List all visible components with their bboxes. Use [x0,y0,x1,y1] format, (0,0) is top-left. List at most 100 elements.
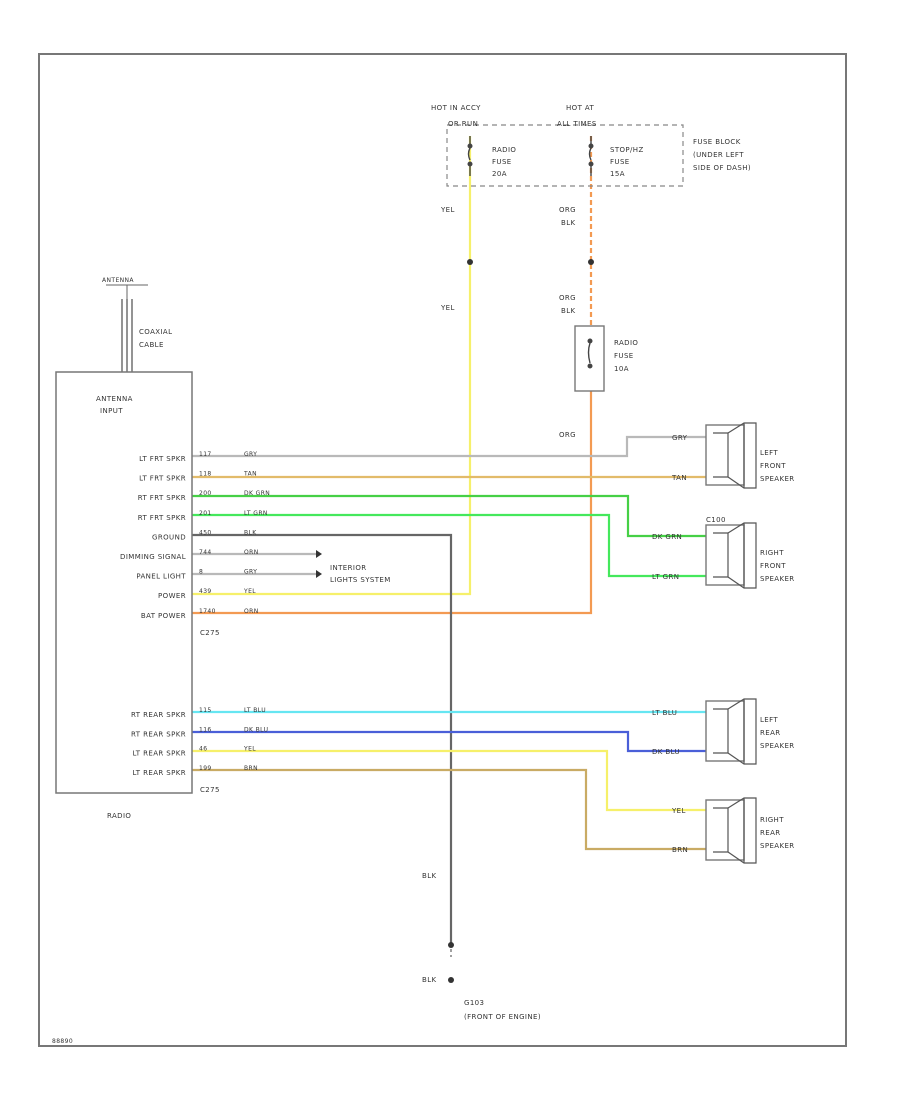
wire-rf-ltgrn [192,513,706,578]
fuse-block-outline [446,124,684,187]
pin-label: BAT POWER [141,612,186,620]
pin-wire-color: ORN [244,608,259,615]
label-rr-brn: BRN [672,846,688,854]
wire-rf-dkgrn [192,494,706,538]
pin-circuit: 8 [199,569,203,576]
wire-lf-gry [192,435,706,458]
label-lr-dkblu: DK BLU [652,748,680,756]
pin-wire-color: DK GRN [244,490,270,497]
wire-ground [192,533,453,945]
speaker-right-rear: RIGHT REAR SPEAKER [705,797,795,864]
ground: BLK BLK G103 (FRONT OF ENGINE) [422,872,541,1021]
label-rf-ltgrn: LT GRN [652,573,679,581]
pin-wire-color: YEL [243,746,256,753]
pin-wire-color: ORN [244,549,259,556]
pin-circuit: 117 [199,451,212,458]
label-lr-ltblu: LT BLU [652,709,677,717]
pin-wire-color: BLK [244,529,257,536]
pin-label: RT FRT SPKR [138,514,186,522]
label-yel-b: YEL [440,304,455,312]
label-gnd-blk-a: BLK [422,872,437,880]
lr-l1: LEFT [760,716,778,724]
pin-wire-color: GRY [244,451,257,458]
pin-wire-color: LT GRN [244,510,268,517]
pin-label: RT FRT SPKR [138,494,186,502]
pin-label: LT FRT SPKR [139,475,186,483]
pin-label: RT REAR SPKR [131,711,186,719]
pin-label: PANEL LIGHT [136,573,186,581]
diagram-border [38,53,847,1047]
inline-fuse: RADIO FUSE 10A [574,325,638,392]
hot-acc-line1: HOT IN ACCY [431,104,481,112]
pin-circuit: 199 [199,765,212,772]
gnd-splice [448,942,454,948]
label-org-blk-b2: BLK [561,307,576,315]
label-rf-dkgrn: DK GRN [652,533,682,541]
label-rr-yel: YEL [671,807,686,815]
fuse-block-loc-l1: FUSE BLOCK [693,138,741,146]
stop-fuse-l1: STOP/HZ [610,146,644,154]
label-org: ORG [559,431,576,439]
label-lf-gry: GRY [672,434,688,442]
interior-lights: INTERIOR LIGHTS SYSTEM [316,550,390,584]
wire-rr-yel [192,749,706,812]
pin-wire-color: YEL [243,588,256,595]
wires [192,136,706,945]
pin-wire-color: GRY [244,569,257,576]
radio-body [55,371,193,794]
pin-label: LT REAR SPKR [132,769,186,777]
rf-l2: FRONT [760,562,786,570]
radio: ANTENNA INPUT RADIO C275 C275 [55,371,220,820]
hot-all-line1: HOT AT [566,104,595,112]
rf-l3: SPEAKER [760,575,795,583]
pin-label: DIMMING SIGNAL [120,553,186,561]
label-org-blk-a2: BLK [561,219,576,227]
label-org-blk-a1: ORG [559,206,576,214]
radio-fuse-l1: RADIO [492,146,516,154]
ground-id: G103 [464,999,484,1007]
lr-l3: SPEAKER [760,742,795,750]
rf-connector: C100 [706,516,726,524]
connector-lower: C275 [200,786,220,794]
pin-circuit: 200 [199,490,212,497]
wire-lr-dkblu [192,730,706,753]
fuse-block: HOT IN ACCY OR RUN HOT AT ALL TIMES RADI… [431,104,751,187]
pin-wire-color: BRN [244,765,258,772]
pin-circuit: 116 [199,726,212,733]
stop-fuse-l3: 15A [610,170,625,178]
radio-fuse [467,136,473,176]
wire-org-bat [192,391,593,615]
pin-circuit: 439 [199,588,212,595]
rr-l1: RIGHT [760,816,784,824]
pin-label: RT REAR SPKR [131,730,186,738]
label-gnd-blk-b: BLK [422,976,437,984]
pin-circuit: 744 [199,549,212,556]
lf-l1: LEFT [760,449,778,457]
wire-yel-power [192,136,472,596]
pin-wire-color: LT BLU [244,707,266,714]
pin-wire-color: DK BLU [244,726,268,733]
corner-code: 88890 [52,1038,73,1045]
lf-l3: SPEAKER [760,475,795,483]
rr-l3: SPEAKER [760,842,795,850]
wire-rr-brn [192,768,706,851]
radio-name: RADIO [107,812,131,820]
radio-lower-pins: RT REAR SPKR 115 LT BLU RT REAR SPKR 116 DK B… [131,707,268,777]
pin-circuit: 46 [199,746,207,753]
rr-l2: REAR [760,829,781,837]
lf-l2: FRONT [760,462,786,470]
pin-circuit: 450 [199,529,212,536]
gnd-point [448,977,454,983]
antenna-input-l2: INPUT [100,407,123,415]
coax-l2: CABLE [139,341,164,349]
pin-label: POWER [158,592,186,600]
hot-acc-line2: OR RUN [448,120,478,128]
lr-l2: REAR [760,729,781,737]
stop-haz-fuse [588,136,594,176]
inline-fuse-l3: 10A [614,365,629,373]
rf-l1: RIGHT [760,549,784,557]
antenna: ANTENNA COAXIAL CABLE [102,277,172,372]
connector-upper: C275 [200,629,220,637]
pin-circuit: 115 [199,707,212,714]
antenna-label: ANTENNA [102,277,134,284]
